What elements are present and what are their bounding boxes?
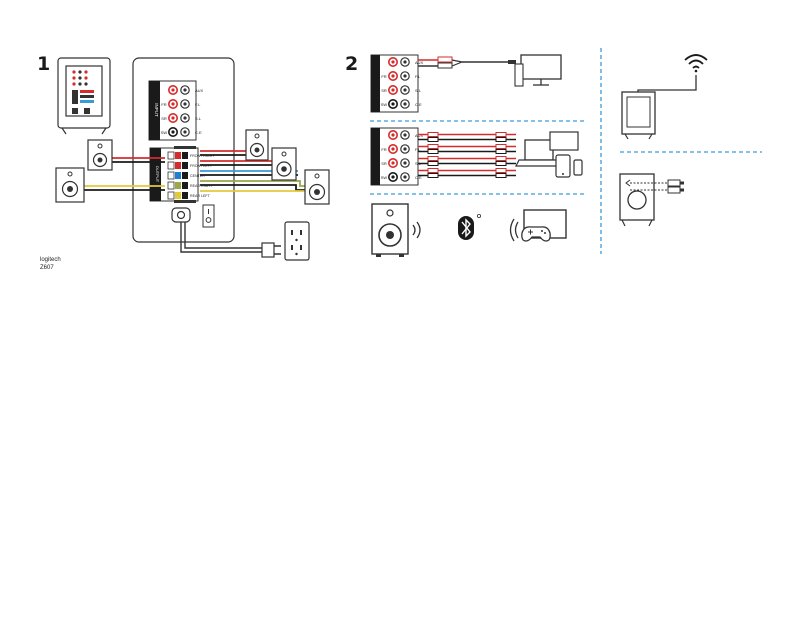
subwoofer-icon	[621, 91, 656, 140]
rca-plug	[427, 137, 439, 142]
terminal	[167, 181, 175, 190]
speaker-wires-left	[84, 157, 165, 191]
phone-icon	[573, 159, 583, 176]
rca-plug	[495, 173, 507, 178]
jack-label: SW	[381, 102, 388, 107]
terminal-label: CENTER	[190, 174, 205, 178]
rca-plug	[427, 144, 439, 149]
input-title: INPUT	[154, 103, 159, 117]
jack-label: FR	[381, 74, 386, 79]
jack-label-right: AUX	[415, 60, 424, 65]
model-name: Z607	[40, 265, 54, 271]
aux-cable	[418, 56, 516, 69]
input-jacks-panel: INPUT AUX FR F.L SR S.L SW C.E	[148, 80, 204, 141]
power-outlet-icon	[284, 221, 310, 261]
jack-label: SR	[381, 161, 387, 166]
monitor-icon	[514, 54, 562, 87]
rca-plug	[427, 132, 439, 137]
terminal-black	[182, 152, 188, 159]
sound-waves-icon	[412, 221, 421, 239]
rca-plug	[495, 132, 507, 137]
jack-label-right: S.L	[415, 88, 422, 93]
rca-plug	[427, 156, 439, 161]
power-cable	[180, 222, 270, 253]
speaker-rear-left-icon	[55, 167, 85, 203]
jack-label-right: AUX	[415, 133, 424, 138]
terminal-label: FRONT LEFT	[190, 164, 213, 168]
bluetooth-icon	[458, 213, 481, 240]
jack-label-right: C.E	[415, 175, 422, 180]
terminal	[167, 171, 175, 180]
output-title: OUTPUT	[155, 166, 160, 183]
power-switch-icon	[202, 204, 215, 228]
footer-brand: logitech Z607	[40, 256, 61, 272]
rca-plug	[427, 173, 439, 178]
wifi-icon	[684, 54, 708, 73]
brand-name: logitech	[40, 257, 61, 263]
rca-plug	[495, 161, 507, 166]
terminal-label: REAR LEFT	[190, 194, 211, 198]
gamepad-icon	[521, 226, 551, 242]
terminal-color	[175, 152, 181, 159]
terminal-color	[175, 162, 181, 169]
rca-plug	[495, 137, 507, 142]
tablet-icon	[555, 154, 571, 178]
step-number-1: 1	[37, 53, 51, 75]
terminal-black	[182, 192, 188, 199]
terminal	[167, 191, 175, 200]
output-terminals-panel: OUTPUT FRONT RIGHT FRONT LEFT CENTER REAR R…	[149, 146, 215, 203]
jack-label-right: F.L	[415, 147, 421, 152]
jack-label: SW	[381, 175, 388, 180]
rca-cables	[418, 132, 516, 178]
jack-label-right: S.L	[195, 116, 202, 121]
speaker-wires-right	[200, 150, 306, 192]
terminal	[167, 161, 175, 170]
rca-plug	[495, 168, 507, 173]
jack-label-right: C.E	[415, 102, 422, 107]
input-panel-aux: AUX FR F.L SR S.L SW C.E	[370, 54, 424, 113]
subwoofer-rear-icon	[57, 57, 111, 135]
usb-icon	[625, 179, 684, 194]
power-plug-icon	[261, 242, 281, 258]
subwoofer-usb-icon	[619, 173, 655, 227]
rca-plug	[427, 149, 439, 154]
speaker-icon	[371, 203, 409, 257]
jack-label-right: AUX	[195, 88, 204, 93]
wireless-waves-icon	[509, 218, 519, 242]
rca-plug	[495, 149, 507, 154]
terminal-label: FRONT RIGHT	[190, 154, 215, 158]
terminal-label: REAR RIGHT	[190, 184, 213, 188]
terminal-black	[182, 182, 188, 189]
step-number-2: 2	[345, 53, 359, 75]
terminal-color	[175, 182, 181, 189]
jack-label: SR	[161, 116, 167, 121]
terminal-black	[182, 172, 188, 179]
terminal-black	[182, 162, 188, 169]
rca-plug	[495, 156, 507, 161]
terminal-color	[175, 192, 181, 199]
monitor-small-icon	[549, 131, 579, 151]
speaker-rear-right-icon	[304, 169, 330, 205]
jack-label: SW	[161, 130, 168, 135]
speaker-center-icon	[271, 147, 297, 181]
speaker-front-left-icon	[87, 139, 113, 171]
terminal	[167, 151, 175, 160]
jack-label: SR	[381, 88, 387, 93]
jack-label: FR	[161, 102, 166, 107]
jack-label-right: C.E	[195, 130, 202, 135]
rca-plug	[427, 161, 439, 166]
jack-label-right: F.L	[195, 102, 201, 107]
speaker-front-right-icon	[245, 129, 269, 161]
terminal-color	[175, 172, 181, 179]
jack-label: FR	[381, 147, 386, 152]
power-inlet-icon	[171, 207, 191, 223]
jack-label-right: F.L	[415, 74, 421, 79]
rca-plug	[427, 168, 439, 173]
rca-plug	[495, 144, 507, 149]
